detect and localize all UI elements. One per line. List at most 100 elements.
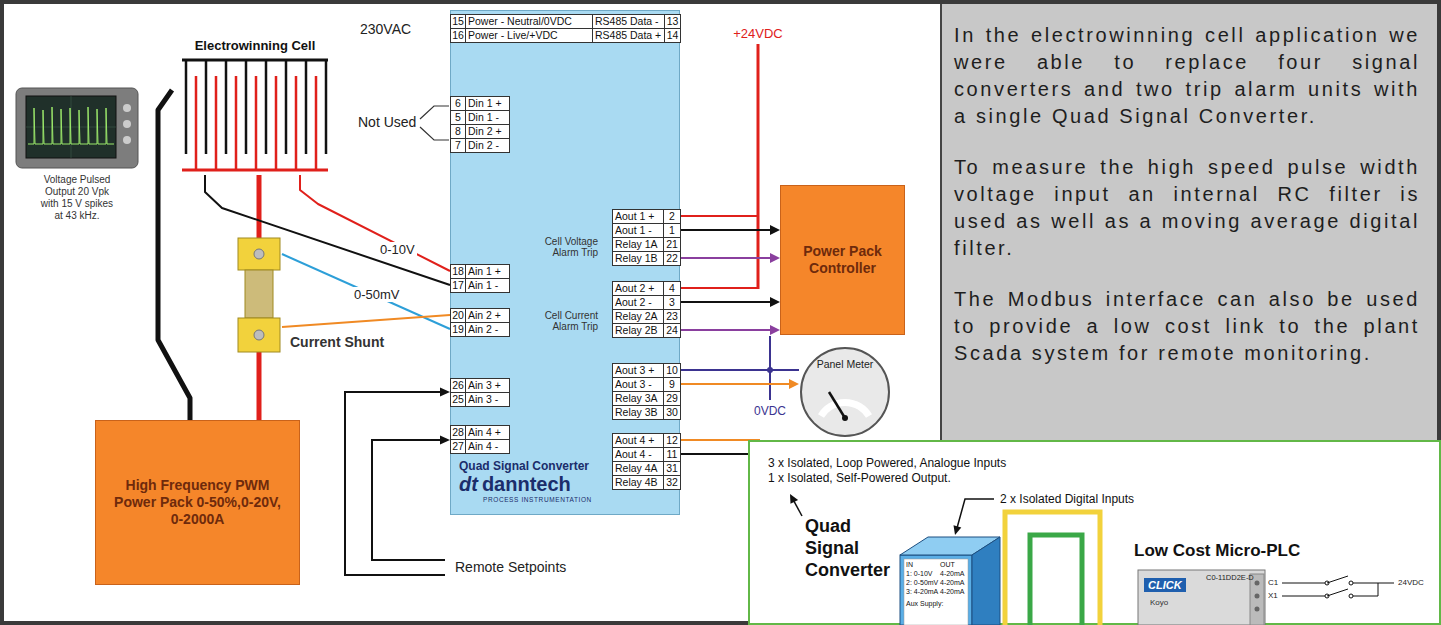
text-holder: X1 [1268, 591, 1278, 600]
current-shunt: Current Shunt [236, 238, 282, 352]
callout-text: 2 x Isolated Digital Inputs [1000, 492, 1439, 507]
scope-grid [26, 96, 116, 158]
text-holder: 23 [663, 309, 681, 324]
current-shunt-art [236, 238, 282, 352]
module-sticker [904, 559, 968, 625]
pin-number: 9 [663, 377, 681, 392]
controller-box: Power Pack Controller [780, 185, 905, 335]
paragraph: In the electrowinning cell application w… [954, 22, 1420, 130]
pin-name: Relay 1B [612, 251, 664, 266]
logo-tagline: PROCESS INSTRUMENTATION [483, 496, 671, 503]
terminal-label: X1 [1268, 591, 1278, 600]
pin-number: 27 [450, 439, 466, 454]
pin-number: 19 [450, 322, 466, 337]
input-wire [1030, 535, 1082, 625]
text-holder: Ain 2 + [465, 308, 510, 323]
photo-caption: Voltage Pulsed Output 20 Vpk with 15 V s… [37, 174, 117, 222]
meter-wire-line [680, 383, 791, 385]
text-holder: 1: 0-10V [906, 570, 932, 578]
module-heading: Quad Signal Converter [805, 515, 897, 581]
supply-label: 24VDC [1398, 578, 1424, 587]
scope-knob [123, 104, 131, 112]
text-holder: 12 [663, 433, 681, 448]
pin-name: Ain 2 - [465, 322, 510, 337]
text-holder: 7 [450, 138, 466, 153]
text-holder: 19 [450, 322, 466, 337]
table-cell: IN [906, 561, 913, 569]
text-holder: Aout 2 + [612, 281, 664, 296]
text-holder: Aout 2 - [612, 295, 664, 310]
pin-number: 26 [450, 378, 466, 393]
alarm-arrow-line [680, 329, 772, 331]
scope-trace [28, 107, 114, 144]
text-holder: 0-50mV [352, 285, 402, 303]
text-holder: Relay 4B [612, 475, 664, 490]
meter-wire-line [680, 369, 799, 371]
text-holder: +24VDC [708, 26, 808, 41]
text-holder: 3 [663, 295, 681, 310]
pin-number: 21 [663, 237, 681, 252]
signal-arrow-line [680, 301, 772, 303]
input-wire [1005, 512, 1100, 625]
wire-label: 0-10V [378, 242, 417, 257]
terminal-label: C1 [1268, 578, 1278, 587]
text-holder: 29 [663, 391, 681, 406]
shunt-bolt [254, 330, 264, 340]
meter-wire [680, 370, 799, 371]
text-holder: Not Used [358, 114, 416, 130]
pin-number: 8 [450, 124, 466, 139]
pin-name: Aout 3 + [612, 363, 664, 378]
text-holder: 15 [450, 14, 466, 29]
logo-word: danntech [482, 473, 571, 496]
sense-wire-line [282, 315, 450, 327]
text-holder: 13 [664, 14, 681, 29]
text-holder: C0-11DD2E-D [1206, 573, 1254, 582]
pin-number: 20 [450, 308, 466, 323]
note-label: Not Used [358, 114, 416, 130]
pin-name: Relay 4B [612, 475, 664, 490]
supply-bus [757, 44, 760, 289]
paragraph: To measure the high speed pulse width vo… [954, 154, 1420, 262]
box-text: Power Pack Controller [791, 243, 894, 277]
text-holder: 8 [450, 124, 466, 139]
brand-badge: CLICK [1144, 578, 1186, 592]
box-text: High Frequency PWM Power Pack 0-50%,0-20… [110, 477, 285, 528]
alarm-arrow [680, 325, 780, 335]
pin-number: 29 [663, 391, 681, 406]
text-holder: IN [906, 561, 913, 569]
scope-knob [123, 120, 131, 128]
supply-wire [681, 216, 758, 288]
photo-inset: 3 x Isolated, Loop Powered, Analogue Inp… [748, 440, 1441, 625]
pin-number: 15 [450, 14, 466, 29]
scope-screen [26, 96, 116, 158]
module-side [972, 537, 1000, 625]
alarm-label: Cell Current Alarm Trip [536, 310, 598, 332]
sense-wire-line [300, 175, 450, 271]
pin-number: 13 [664, 14, 681, 29]
text-holder: 24VDC [1398, 578, 1424, 587]
supply-label: +24VDC [708, 26, 808, 41]
text-holder: 4-20mA [940, 588, 965, 596]
power-cable-line [257, 175, 262, 238]
meter-hub [842, 415, 848, 421]
pin-name: Relay 4A [612, 461, 664, 476]
text-holder: Relay 3A [612, 391, 664, 406]
anode-plate [196, 76, 316, 170]
switch-contact [1349, 581, 1353, 585]
text-holder: 0VDC [740, 404, 800, 418]
pin-name: Ain 3 - [465, 392, 510, 407]
text-holder: Din 2 + [465, 124, 510, 139]
pin-number: 4 [663, 281, 681, 296]
pin-number: 7 [450, 138, 466, 153]
alarm-arrow-line [680, 257, 772, 259]
text-holder: 30 [663, 405, 681, 420]
table-cell: OUT [940, 561, 955, 569]
pin-name: Aout 2 - [612, 295, 664, 310]
pin-number: 16 [450, 28, 466, 43]
text-holder: Low Cost Micro-PLC [1134, 541, 1300, 561]
plc-terminal [1255, 607, 1260, 612]
text-holder: Aout 4 - [612, 447, 664, 462]
text-holder: RS485 Data - [592, 14, 665, 29]
text-holder: Relay 2B [612, 323, 664, 338]
arrow-head [770, 297, 780, 307]
